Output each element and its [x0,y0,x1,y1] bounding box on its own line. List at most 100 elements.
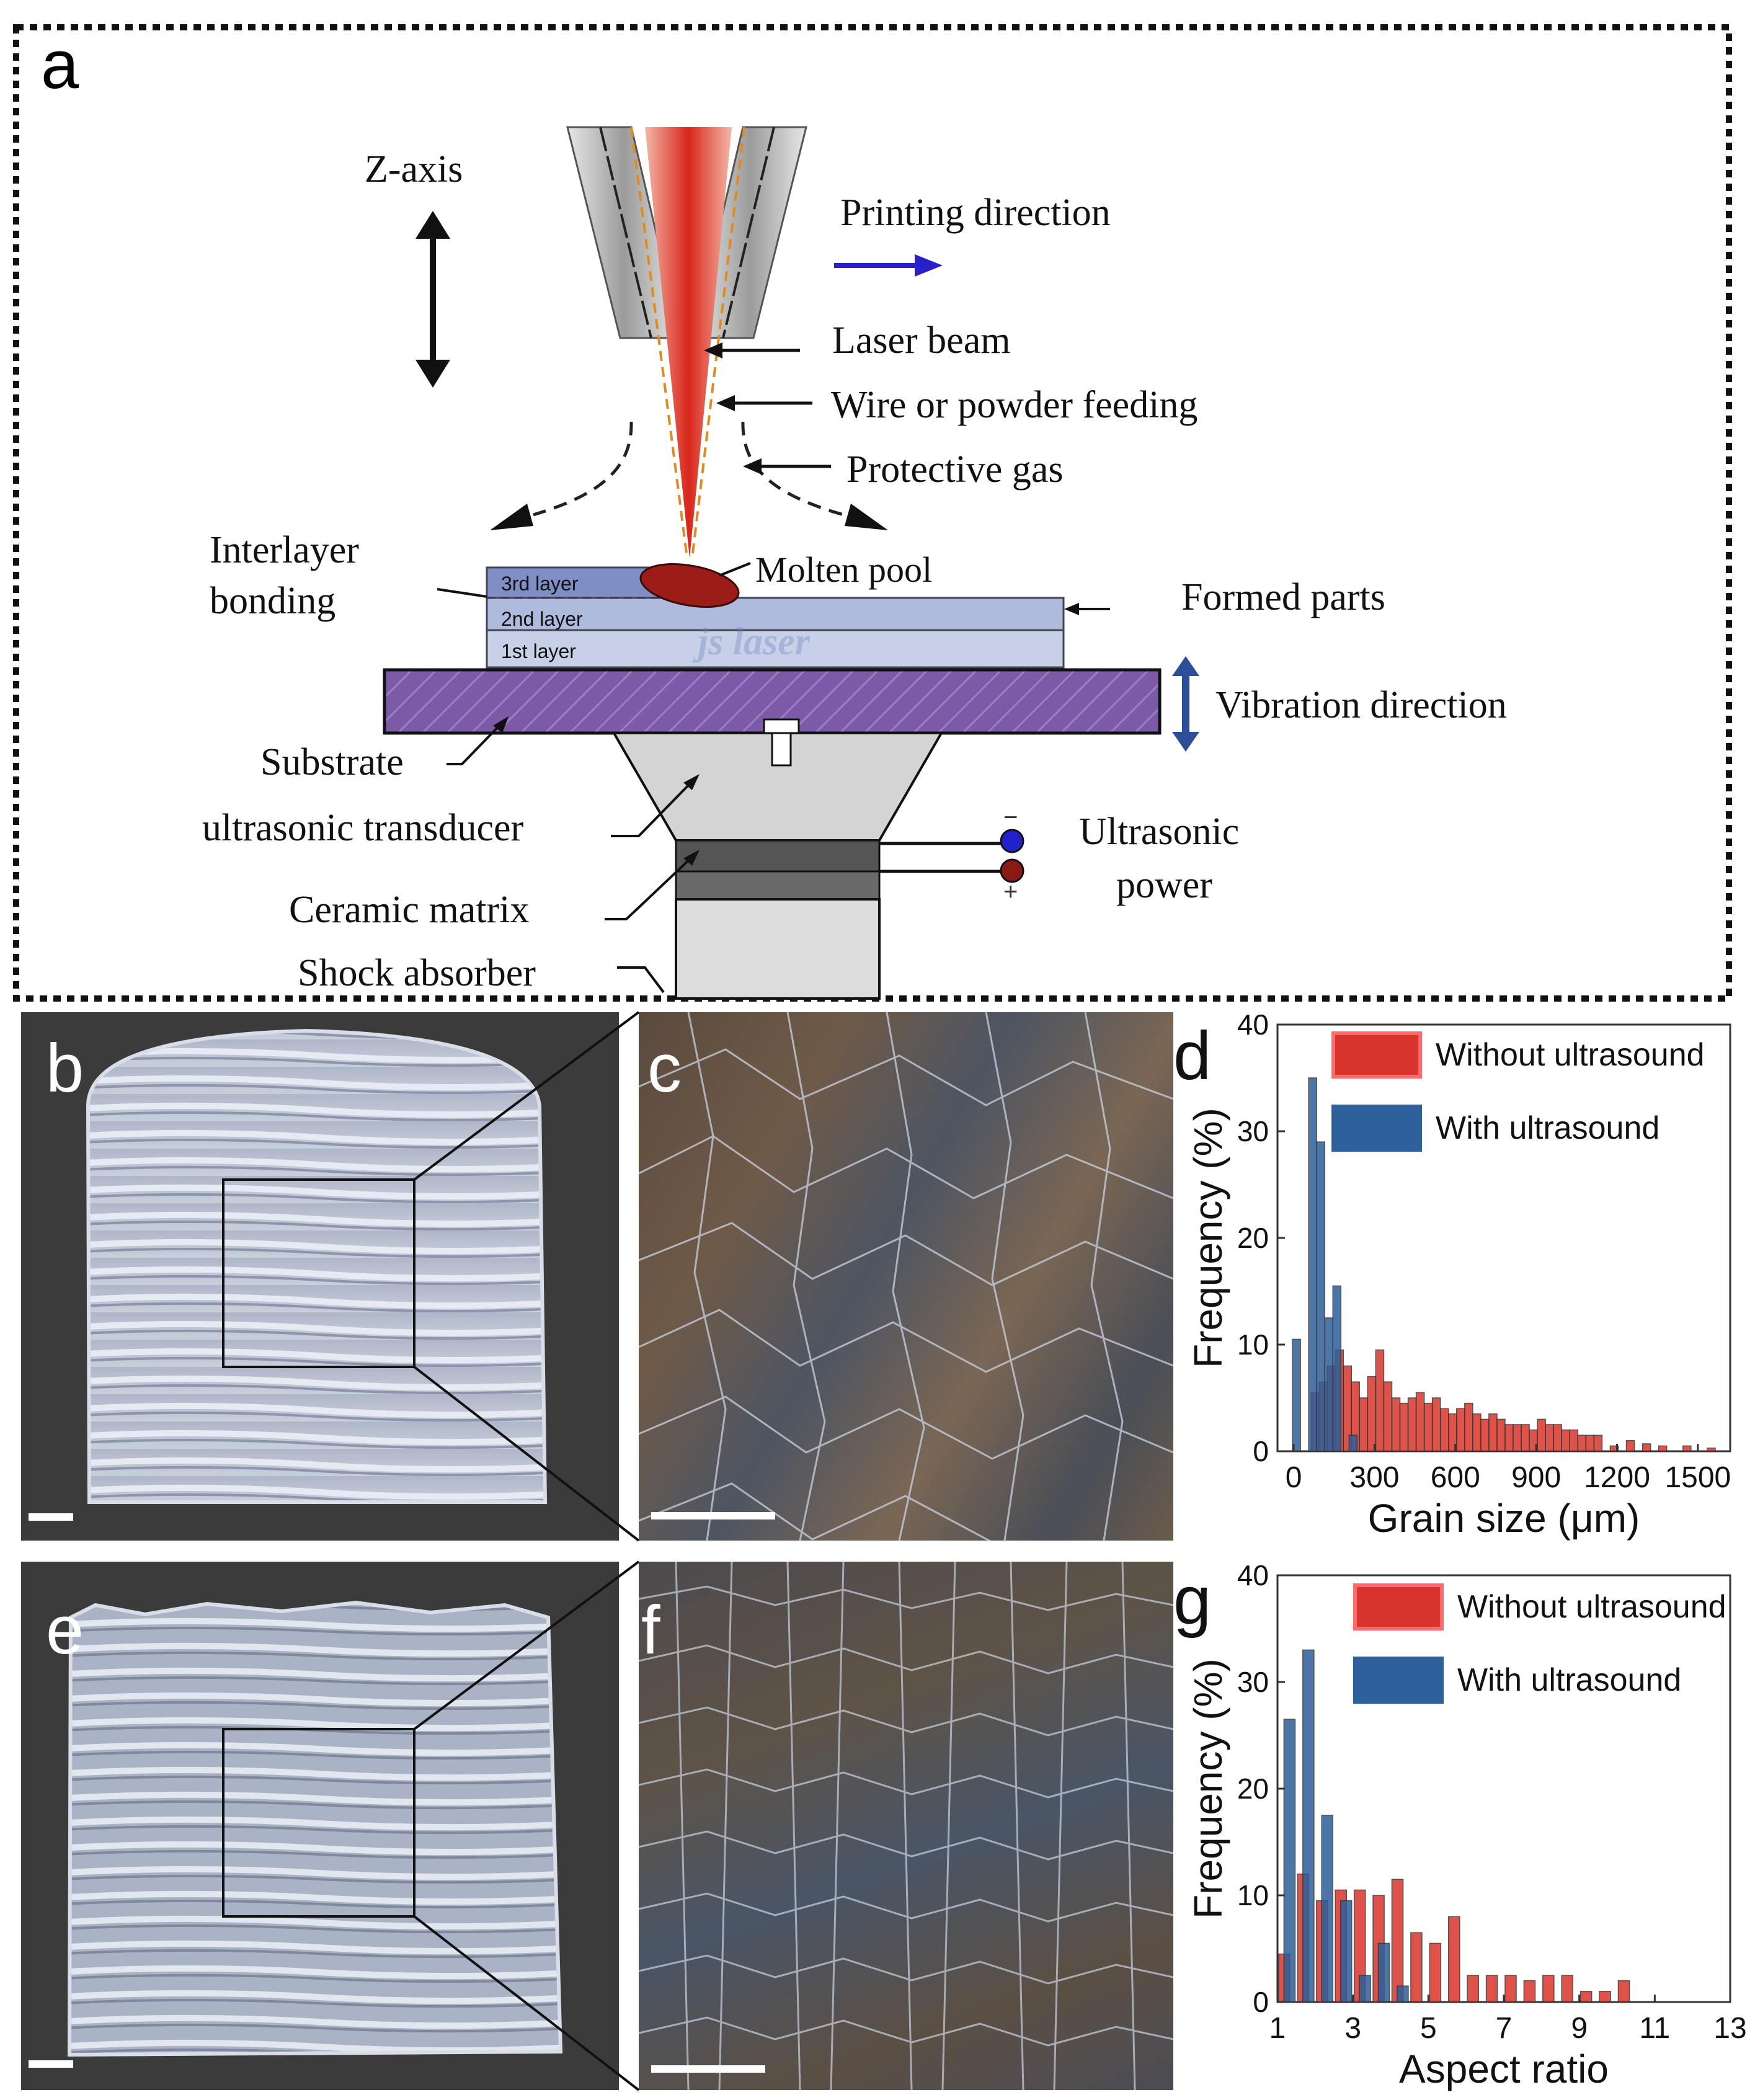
laser-beam [645,127,732,558]
layer-1-label: 1st layer [501,640,576,662]
x-tick-label: 1200 [1584,1461,1650,1494]
bar [1407,1397,1417,1452]
x-tick-label: 0 [1286,1461,1302,1494]
legend-swatch [1331,1031,1422,1079]
bar [1485,1975,1498,2003]
bar [1467,1975,1479,2003]
bar [1399,1402,1409,1452]
bar [1625,1440,1635,1452]
bar [1577,1435,1587,1452]
z-axis-label: Z-axis [365,148,463,190]
bar [1448,1916,1460,2003]
panel-letter-c: c [647,1030,682,1106]
bar [1308,1077,1317,1452]
panel-b-zoom-box [222,1178,415,1368]
y-tick-label: 40 [1237,1559,1269,1591]
y-tick-label: 10 [1237,1328,1269,1361]
layer-1 [486,629,1065,669]
bar [1480,1418,1490,1452]
panel-letter-f: f [641,1592,660,1668]
y-tick-label: 0 [1253,1986,1269,2018]
bar [1561,1975,1573,2003]
x-axis-label: Aspect ratio [1399,2047,1609,2091]
bar [1391,1397,1401,1452]
legend-swatch [1353,1583,1444,1631]
x-tick-label: 3 [1344,2012,1361,2045]
interlayer-label-2: bonding [210,580,336,622]
laser-beam-label: Laser beam [832,319,1011,362]
y-tick-label: 40 [1237,1008,1269,1041]
bar [1283,1719,1296,2003]
bar [1617,1980,1630,2003]
bar [1340,1900,1353,2003]
bar [1707,1448,1716,1452]
panel-b-scale-bar [29,1513,73,1521]
y-axis-label: Frequency (%) [1186,1108,1230,1368]
plus-sign: + [1003,878,1018,905]
y-tick-label: 0 [1253,1435,1269,1467]
x-tick-label: 13 [1713,2012,1746,2045]
bar [1367,1376,1377,1452]
panel-a: a Z-axis Printing direction Laser beam W… [0,0,1755,1005]
bar [1553,1424,1562,1452]
ultrasonic-power-label-2: power [1116,864,1212,906]
bar [1348,1435,1358,1452]
substrate-label: Substrate [260,741,404,783]
wire-feeding-label: Wire or powder feeding [831,384,1198,426]
ultrasonic-power-label-1: Ultrasonic [1079,811,1240,853]
ceramic-matrix [675,839,881,873]
bar [1545,1424,1554,1452]
x-axis-label: Grain size (μm) [1368,1496,1640,1541]
interlayer-label-1: Interlayer [210,529,359,571]
panel-f-scale-bar [651,2065,765,2073]
legend-swatch [1331,1105,1422,1152]
panel-c-scale-bar [651,1512,775,1519]
y-axis-label: Frequency (%) [1186,1658,1230,1919]
bar [1431,1397,1441,1452]
x-tick-label: 300 [1349,1461,1399,1494]
molten-pool [639,563,740,608]
layer-3-label: 3rd layer [501,572,579,595]
bar [1599,1991,1611,2003]
legend-swatch [1353,1657,1444,1704]
bar [1504,1424,1514,1452]
y-tick-label: 20 [1237,1222,1269,1254]
bar [1383,1381,1393,1452]
x-tick-label: 1500 [1664,1461,1731,1494]
bar [1439,1408,1449,1452]
bar [1682,1445,1692,1452]
bar [1569,1429,1579,1452]
y-tick-label: 30 [1237,1115,1269,1147]
bar [1359,1397,1369,1452]
panel-letter-a: a [41,27,79,103]
y-tick-label: 20 [1237,1773,1269,1805]
shock-absorber [675,898,881,1000]
vibration-direction-label: Vibration direction [1215,684,1507,726]
x-tick-label: 5 [1420,2012,1437,2045]
bar [1561,1429,1570,1452]
molten-pool-label: Molten pool [755,549,933,590]
bar [1410,1932,1423,2003]
panel-letter-g: g [1173,1562,1212,1639]
plus-terminal [1000,858,1024,883]
bar [1537,1418,1546,1452]
bar [1423,1402,1433,1452]
bar [1292,1338,1301,1452]
legend-label: With ultrasound [1436,1110,1659,1146]
x-tick-label: 600 [1431,1461,1480,1494]
bar [1375,1349,1385,1452]
bar [1321,1815,1333,2003]
schematic-drawing [13,24,1732,1002]
panel-e-scale-bar [29,2060,73,2068]
bar [1324,1317,1333,1452]
bar [1609,1445,1619,1452]
legend-label: Without ultrasound [1457,1589,1726,1625]
bar [1464,1402,1473,1452]
bar [1513,1424,1522,1452]
panel-letter-d: d [1173,1018,1212,1094]
bar [1658,1445,1668,1452]
x-tick-label: 11 [1639,2012,1670,2045]
